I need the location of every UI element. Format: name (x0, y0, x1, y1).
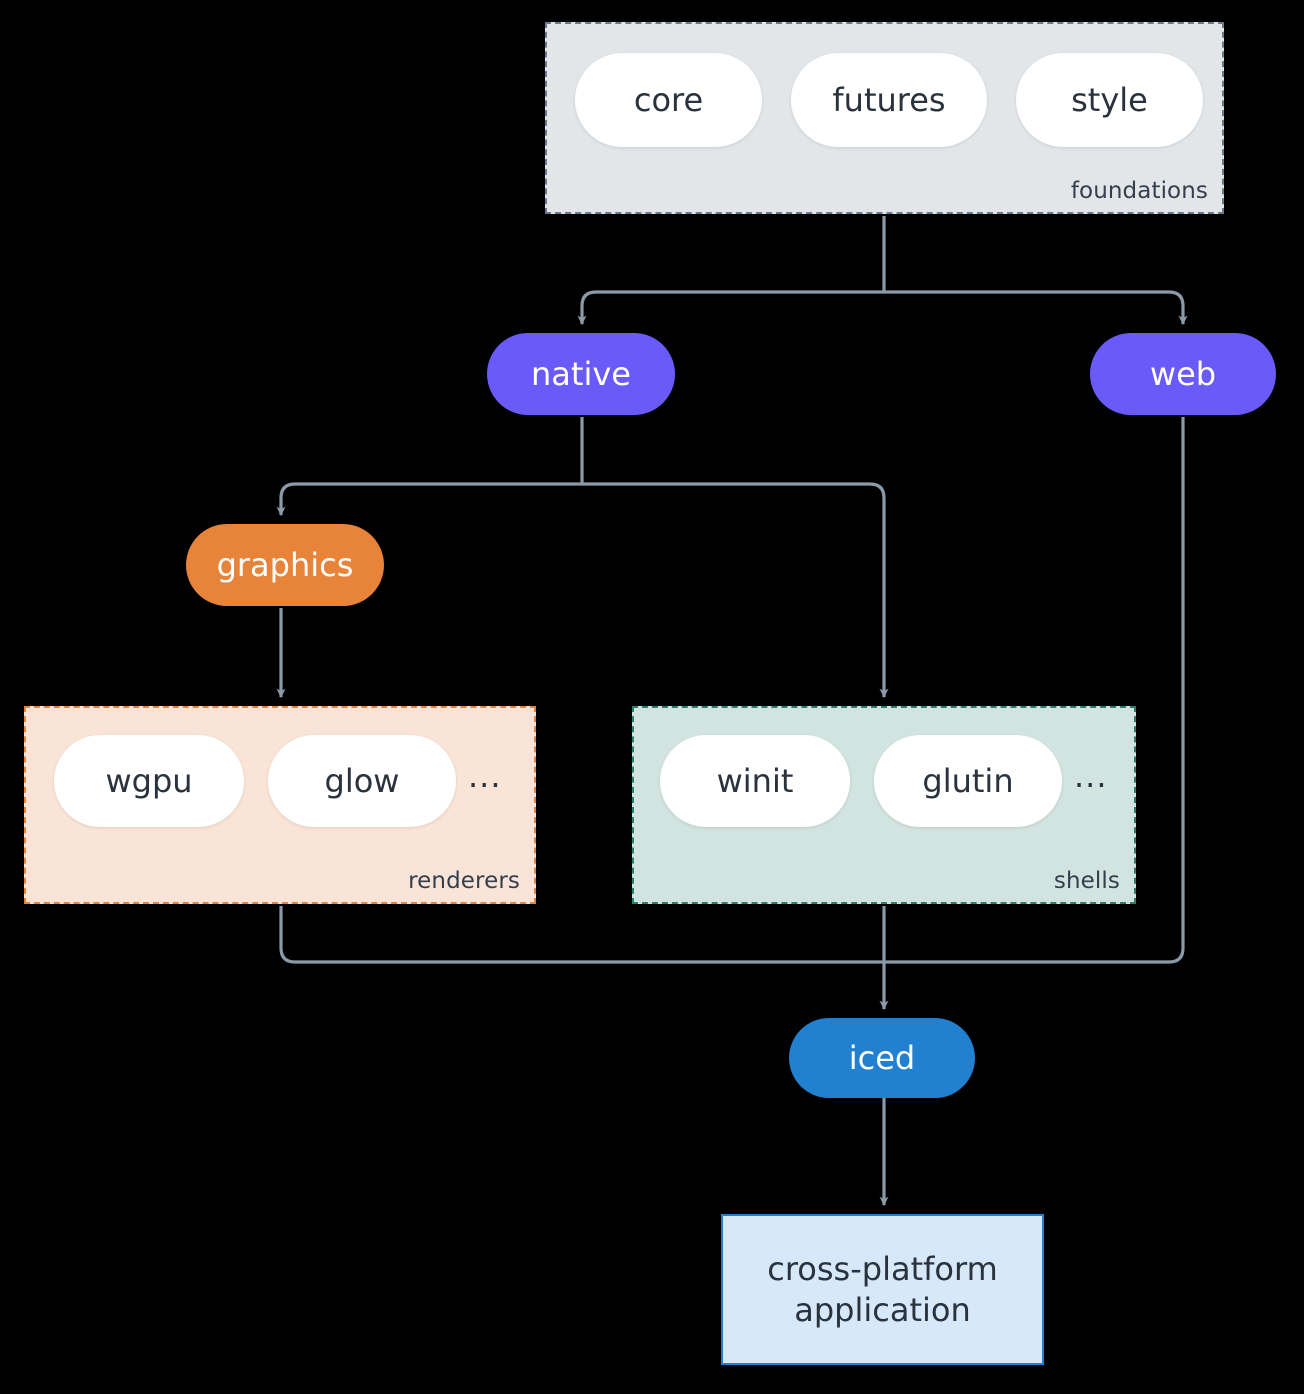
group-renderers-label: renderers (408, 868, 520, 894)
node-graphics[interactable]: graphics (186, 524, 384, 606)
node-iced[interactable]: iced (789, 1018, 975, 1098)
group-shells: winit glutin ... shells (632, 706, 1136, 904)
pill-glow-label: glow (324, 762, 400, 800)
application-label-line2: application (794, 1290, 971, 1329)
renderers-more-ellipsis: ... (468, 757, 502, 795)
node-web[interactable]: web (1090, 333, 1276, 415)
foundations-items: core futures style (575, 53, 1203, 147)
edge-foundations-to-native (577, 290, 884, 326)
application-label-line1: cross-platform (767, 1249, 998, 1288)
node-native-label: native (531, 355, 631, 393)
pill-style[interactable]: style (1016, 53, 1203, 147)
group-renderers: wgpu glow ... renderers (24, 706, 536, 904)
node-iced-label: iced (848, 1039, 916, 1077)
pill-futures[interactable]: futures (791, 53, 987, 147)
edge-native-to-shells (582, 482, 889, 699)
pill-style-label: style (1071, 81, 1148, 119)
renderers-items: wgpu glow ... (54, 735, 502, 827)
shells-more-ellipsis: ... (1074, 757, 1108, 795)
pill-winit-label: winit (716, 762, 794, 800)
edge-native-to-graphics (276, 482, 582, 517)
pill-glutin[interactable]: glutin (874, 735, 1062, 827)
pill-wgpu-label: wgpu (105, 762, 193, 800)
node-native[interactable]: native (487, 333, 675, 415)
group-foundations: core futures style foundations (545, 22, 1224, 214)
pill-futures-label: futures (832, 81, 946, 119)
edge-renderers-to-iced (279, 906, 884, 964)
node-web-label: web (1149, 355, 1217, 393)
edge-foundations-to-web (884, 290, 1188, 326)
pill-core-label: core (633, 81, 704, 119)
node-cross-platform-application[interactable]: cross-platform application (721, 1214, 1044, 1365)
pill-winit[interactable]: winit (660, 735, 850, 827)
pill-wgpu[interactable]: wgpu (54, 735, 244, 827)
pill-core[interactable]: core (575, 53, 762, 147)
pill-glow[interactable]: glow (268, 735, 456, 827)
group-foundations-label: foundations (1070, 178, 1208, 204)
pill-glutin-label: glutin (922, 762, 1014, 800)
group-shells-label: shells (1053, 868, 1120, 894)
shells-items: winit glutin ... (660, 735, 1108, 827)
node-graphics-label: graphics (216, 546, 354, 584)
